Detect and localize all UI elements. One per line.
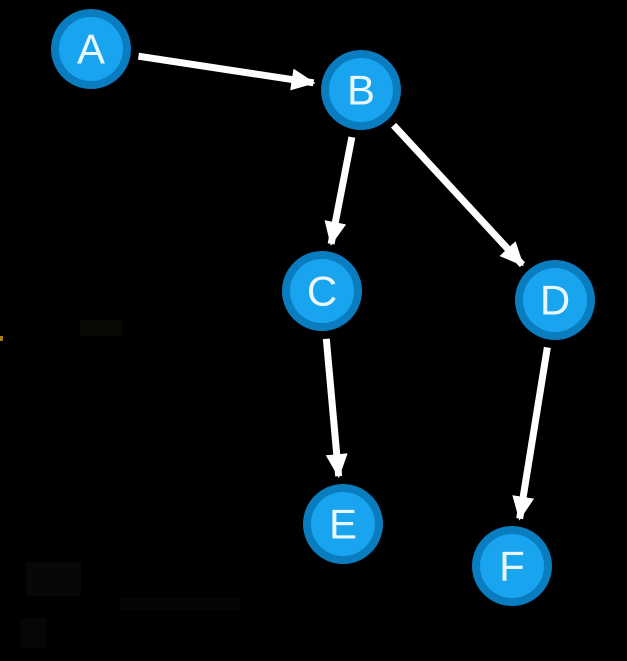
graph-node-C[interactable]: C [282,251,362,331]
node-body [311,492,375,556]
graph-node-E[interactable]: E [303,484,383,564]
node-body [523,268,587,332]
graph-node-D[interactable]: D [515,260,595,340]
edge-B-C [324,136,356,246]
node-body [329,58,393,122]
edge-A-B [137,52,316,91]
background-artifacts [0,320,240,648]
edge-D-F [512,346,551,521]
faint-smudge [120,598,240,610]
node-body [290,259,354,323]
edge-artifact-dot [0,336,3,341]
node-body [59,17,123,81]
faint-smudge [80,320,122,336]
faint-smudge [20,618,46,648]
graph-edges [137,52,551,521]
graph-node-B[interactable]: B [321,50,401,130]
edge-C-E [322,338,348,479]
node-body [480,534,544,598]
graph-nodes: A B C D E F [51,9,595,606]
graph-node-F[interactable]: F [472,526,552,606]
faint-smudge [26,562,81,596]
graph-node-A[interactable]: A [51,9,131,89]
edge-B-D [391,122,525,268]
